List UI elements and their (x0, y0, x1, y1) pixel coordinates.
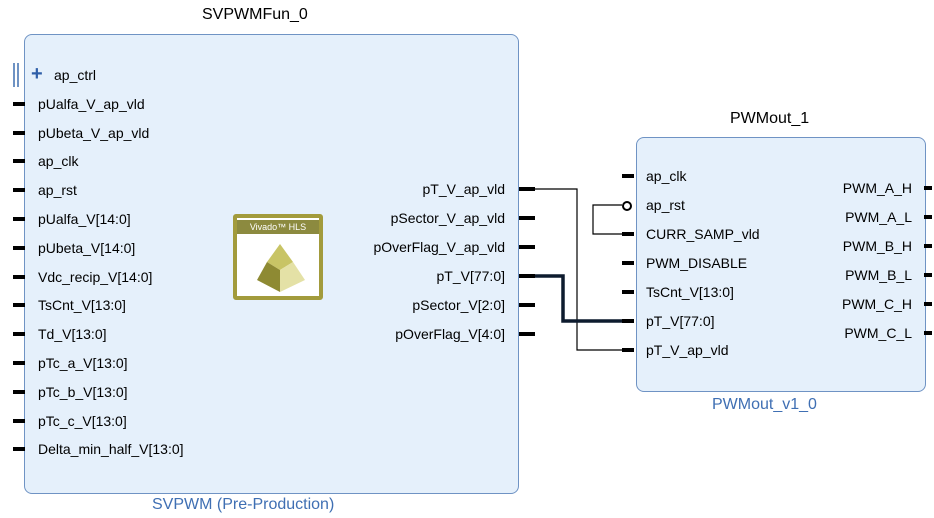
wire-pT-V-ap-vld[interactable] (535, 188, 622, 351)
port-pin[interactable] (924, 186, 932, 190)
port-pin[interactable] (13, 217, 25, 221)
port-pin[interactable] (622, 232, 634, 236)
port-label: pSector_V_ap_vld (390, 210, 505, 226)
port-pin[interactable] (13, 389, 25, 394)
pwmout-block[interactable] (636, 137, 926, 392)
vivado-hls-logo-text: Vivado™ HLS (237, 220, 319, 234)
port-pin[interactable] (13, 245, 25, 250)
port-label: ap_clk (38, 153, 79, 170)
port-label: pTc_b_V[13:0] (38, 383, 128, 400)
port-label: PWM_C_L (844, 325, 912, 341)
port-pin[interactable] (924, 244, 932, 248)
port-pin[interactable] (13, 188, 25, 193)
port-pin[interactable] (519, 245, 535, 249)
port-label: pUalfa_V_ap_vld (38, 95, 145, 112)
port-label: TsCnt_V[13:0] (646, 284, 734, 300)
port-pin[interactable] (13, 274, 25, 279)
port-label: pSector_V[2:0] (412, 297, 505, 313)
port-label: Td_V[13:0] (38, 326, 107, 343)
port-label: PWM_B_L (845, 267, 912, 283)
svpwm-instance-name: SVPWMFun_0 (202, 6, 308, 23)
port-pin[interactable] (13, 303, 25, 308)
port-label: PWM_C_H (841, 296, 912, 312)
port-pin[interactable] (622, 290, 634, 294)
port-label: pUbeta_V[14:0] (38, 239, 136, 256)
active-low-pin[interactable] (622, 201, 632, 211)
port-pin[interactable] (519, 303, 535, 307)
port-pin[interactable] (622, 174, 634, 178)
port-pin[interactable] (622, 319, 634, 323)
port-pin[interactable] (13, 159, 25, 164)
port-pin[interactable] (622, 261, 634, 265)
wire-ap-rst-loop[interactable] (592, 204, 622, 235)
port-label: TsCnt_V[13:0] (38, 297, 126, 314)
ap-ctrl-bus-bar (13, 63, 15, 87)
port-pin[interactable] (924, 302, 932, 306)
port-label: ap_rst (38, 182, 77, 199)
port-label: pUalfa_V[14:0] (38, 211, 131, 227)
port-label: ap_ctrl (54, 67, 97, 83)
pwmout-instance-name: PWMout_1 (730, 110, 810, 127)
port-label: Vdc_recip_V[14:0] (38, 268, 153, 285)
port-label: pT_V[77:0] (646, 313, 715, 329)
port-label: pTc_c_V[13:0] (38, 412, 127, 429)
port-pin[interactable] (13, 101, 25, 106)
port-label: pTc_a_V[13:0] (38, 355, 128, 371)
port-label: pT_V[77:0] (436, 268, 506, 284)
port-label: ap_clk (646, 168, 687, 184)
port-pin[interactable] (13, 361, 25, 365)
port-pin[interactable] (13, 447, 25, 452)
port-pin[interactable] (924, 215, 932, 219)
port-label: pUbeta_V_ap_vld (38, 124, 150, 141)
port-pin[interactable] (622, 348, 634, 352)
port-label: pT_V_ap_vld (646, 342, 729, 358)
expand-plus-icon[interactable]: + (31, 63, 43, 85)
port-pin[interactable] (924, 273, 932, 277)
port-label: CURR_SAMP_vld (646, 226, 760, 242)
port-label: pT_V_ap_vld (422, 181, 505, 197)
wire-pT-V-bus[interactable] (535, 274, 622, 323)
port-pin[interactable] (519, 187, 535, 191)
port-label: pOverFlag_V[4:0] (395, 326, 505, 342)
port-pin[interactable] (13, 418, 25, 423)
port-pin[interactable] (519, 216, 535, 220)
ap-ctrl-bus-bar (17, 63, 19, 87)
port-pin[interactable] (13, 332, 25, 337)
port-pin[interactable] (924, 331, 932, 335)
port-label: PWM_A_L (845, 209, 912, 225)
vivado-hls-logo: Vivado™ HLS (233, 214, 323, 300)
pwmout-ip-name: PWMout_v1_0 (712, 396, 817, 413)
port-label: PWM_DISABLE (646, 255, 748, 271)
port-pin[interactable] (519, 332, 535, 336)
port-label: pOverFlag_V_ap_vld (373, 239, 505, 255)
port-label: Delta_min_half_V[13:0] (38, 441, 184, 458)
port-label: PWM_B_H (842, 238, 912, 254)
port-label: ap_rst (646, 197, 685, 213)
svpwm-ip-name: SVPWM (Pre-Production) (152, 496, 335, 513)
port-label: PWM_A_H (842, 180, 912, 196)
port-pin[interactable] (519, 274, 535, 278)
port-pin[interactable] (13, 130, 25, 135)
